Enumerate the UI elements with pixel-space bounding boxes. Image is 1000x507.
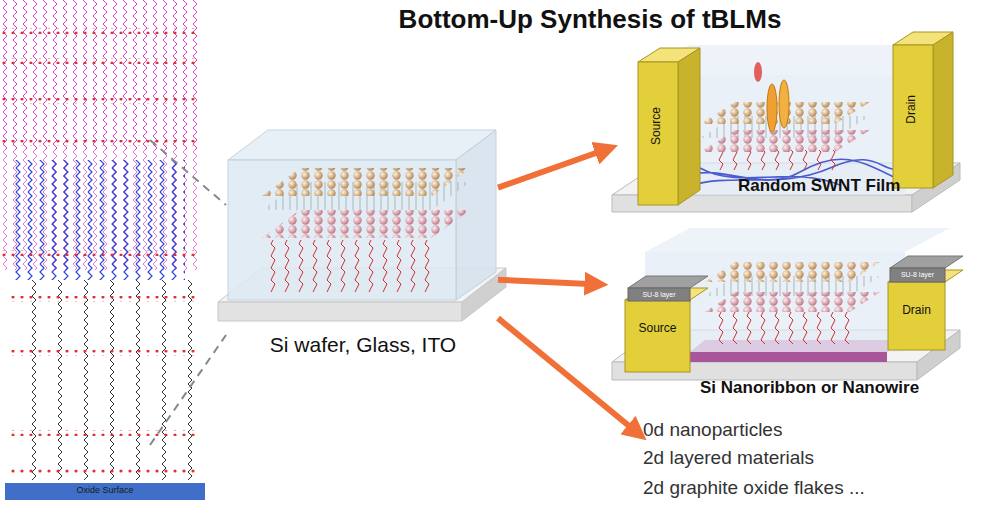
source-electrode: Source (638, 62, 678, 205)
diagram-title: Bottom-Up Synthesis of tBLMs (300, 4, 880, 35)
drain-electrode: Drain (888, 282, 945, 350)
layer-label: SU-8 layer (628, 291, 690, 299)
surface-label: Oxide Surface (5, 486, 205, 496)
device-label: Random SWNT Film (738, 177, 900, 196)
device-label: Si Nanoribbon or Nanowire (700, 379, 919, 398)
flow-arrow (498, 318, 640, 435)
substrate-bilayer-box: Si wafer, Glass, ITO (228, 130, 498, 322)
electrode-label: Drain (905, 95, 918, 124)
oxide-surface-bar: Oxide Surface (5, 483, 205, 500)
drain-electrode: Drain (893, 45, 933, 188)
su8-layer: SU-8 layer (890, 268, 945, 282)
electrode-label: Drain (888, 304, 945, 317)
flow-arrow (498, 280, 600, 285)
electrode-label: Source (650, 107, 663, 145)
swnt-device: Random SWNT Film Source Drain (610, 40, 960, 220)
material-list: 0d nanoparticles 2d layered materials 2d g… (640, 418, 960, 503)
material-item: 0d nanoparticles (643, 420, 782, 441)
material-item: 2d graphite oxide flakes ... (643, 478, 865, 499)
source-electrode: Source (625, 300, 690, 372)
nanoribbon-device: Si Nanoribbon or Nanowire Source Drain SU-8… (600, 225, 960, 405)
electrode-label: Source (625, 322, 690, 335)
substrate-label: Si wafer, Glass, ITO (218, 333, 508, 356)
layer-label: SU-8 layer (890, 271, 945, 279)
material-item: 2d layered materials (643, 448, 814, 469)
flow-arrow (498, 148, 610, 188)
su8-layer: SU-8 layer (628, 288, 690, 301)
